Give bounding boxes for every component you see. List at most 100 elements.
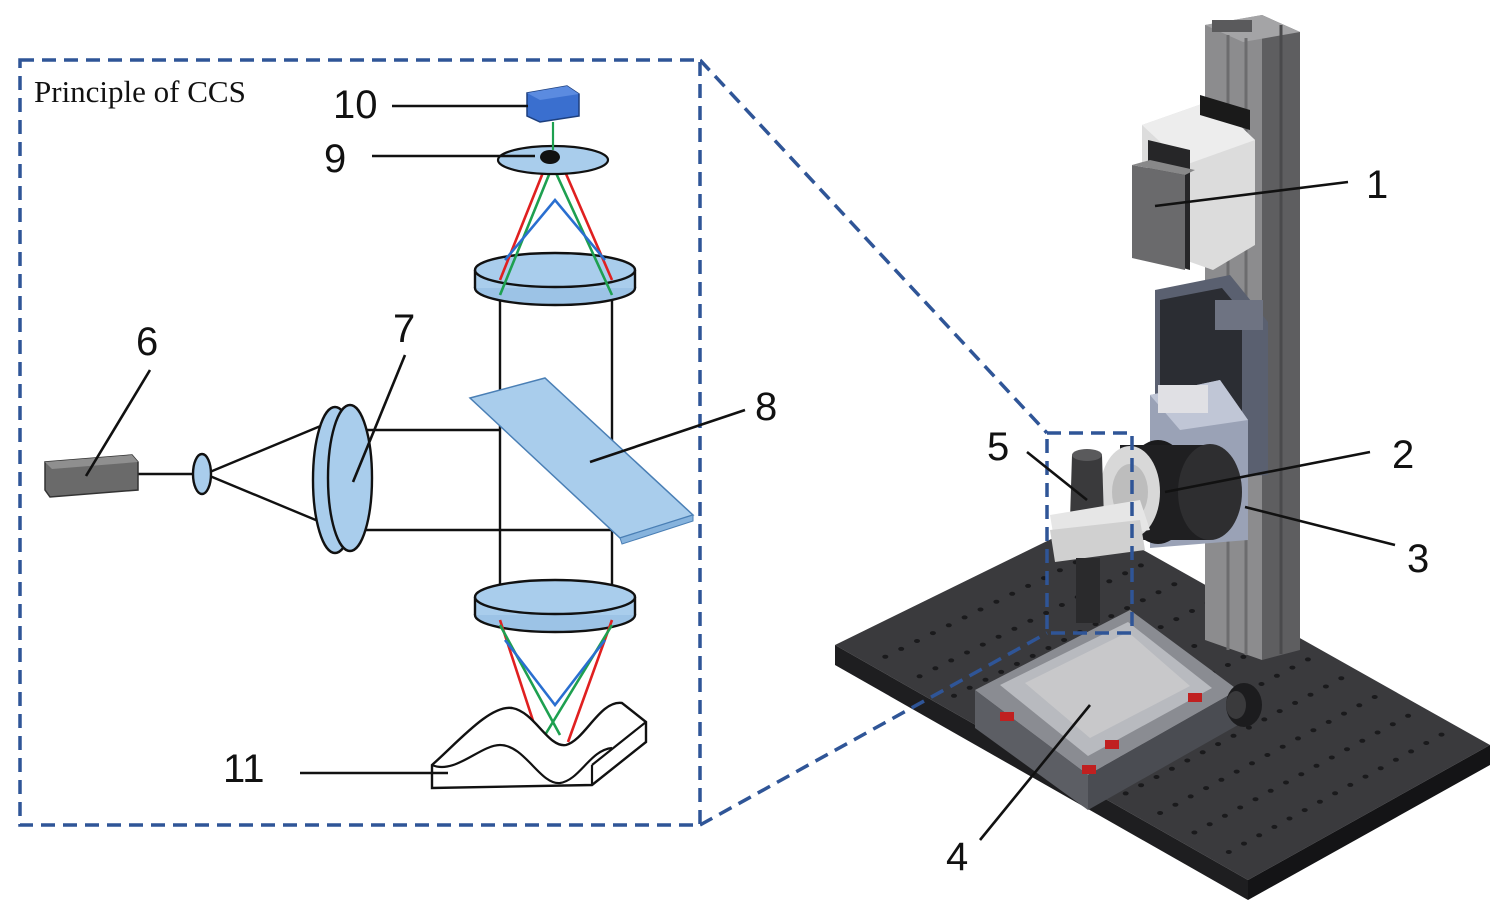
breadboard-hole — [1362, 774, 1369, 779]
breadboard-hole — [1187, 794, 1194, 799]
breadboard-hole — [1307, 692, 1314, 697]
breadboard-hole — [1122, 791, 1129, 796]
breadboard-hole — [1328, 755, 1335, 760]
breadboard-hole — [1392, 757, 1399, 762]
breadboard-hole — [1191, 644, 1198, 648]
breadboard-hole — [1438, 732, 1445, 737]
apparatus-illustration — [835, 15, 1490, 900]
breadboard-hole — [1172, 802, 1179, 807]
breadboard-hole — [1061, 638, 1068, 642]
breadboard-hole — [1249, 761, 1255, 766]
sample-surface-icon — [430, 701, 648, 790]
breadboard-hole — [1199, 750, 1206, 755]
breadboard-hole — [1139, 598, 1146, 603]
breadboard-hole — [1168, 766, 1175, 771]
breadboard-hole — [1191, 830, 1198, 835]
breadboard-hole — [1225, 850, 1232, 854]
breadboard-hole — [932, 666, 939, 671]
breadboard-hole — [1241, 841, 1247, 846]
dispersion-rays — [498, 159, 614, 743]
breadboard-hole — [1389, 722, 1396, 727]
callout-4: 4 — [946, 835, 968, 879]
breadboard-hole — [1347, 782, 1354, 787]
leader-4 — [978, 704, 1092, 841]
breadboard-hole — [1155, 590, 1162, 595]
breadboard-hole — [961, 615, 968, 620]
inset-title: Principle of CCS — [34, 74, 246, 109]
green-ray — [498, 159, 614, 736]
breadboard-hole — [1058, 603, 1065, 607]
callout-2: 2 — [1392, 433, 1414, 477]
zoom-connector-bottom — [699, 631, 1048, 827]
breadboard-hole — [929, 631, 936, 636]
breadboard-hole — [1013, 661, 1020, 666]
leader-6 — [84, 369, 152, 477]
leader-5 — [1026, 450, 1088, 502]
breadboard-hole — [1316, 799, 1323, 804]
callout-5: 5 — [987, 425, 1009, 469]
breadboard-hole — [1108, 614, 1115, 619]
breadboard-hole — [977, 607, 984, 612]
callout-10: 10 — [333, 83, 378, 127]
leader-2 — [1164, 450, 1371, 494]
breadboard-hole — [1283, 780, 1289, 785]
breadboard-hole — [1122, 571, 1129, 576]
breadboard-hole — [948, 658, 955, 663]
breadboard-hole — [1218, 777, 1225, 782]
beam-splitter-icon — [468, 377, 695, 545]
callout-7: 7 — [393, 307, 415, 351]
breadboard-hole — [1271, 824, 1278, 829]
breadboard-hole — [1304, 657, 1311, 662]
breadboard-hole — [1092, 622, 1099, 627]
breadboard-hole — [1237, 805, 1244, 810]
breadboard-hole — [1011, 626, 1018, 631]
breadboard-hole — [1359, 738, 1366, 743]
breadboard-hole — [1043, 610, 1050, 615]
breadboard-hole — [1025, 583, 1032, 588]
breadboard-hole — [1292, 700, 1299, 705]
callout-3: 3 — [1407, 537, 1429, 581]
principle-inset: Principle of CCS — [18, 58, 777, 827]
breadboard-hole — [951, 693, 957, 698]
breadboard-hole — [1230, 733, 1237, 738]
breadboard-hole — [1153, 775, 1160, 779]
callout-8: 8 — [755, 385, 777, 429]
breadboard-hole — [1221, 813, 1228, 818]
leader-8 — [589, 408, 746, 464]
breadboard-hole — [1371, 695, 1378, 699]
collimator-lens-icon — [311, 403, 374, 555]
breadboard-hole — [1322, 684, 1329, 689]
breadboard-hole — [1332, 791, 1339, 796]
breadboard-hole — [945, 623, 952, 628]
breadboard-hole — [966, 685, 973, 690]
callout-9: 9 — [324, 137, 346, 181]
breadboard-hole — [1289, 665, 1296, 670]
leader-7 — [351, 354, 407, 483]
blue-ray — [503, 197, 607, 708]
breadboard-hole — [1189, 609, 1195, 613]
light-source-icon — [44, 454, 139, 498]
probe-highlight-frame — [1045, 431, 1134, 635]
breadboard-hole — [1233, 769, 1240, 774]
breadboard-hole — [1206, 822, 1213, 827]
breadboard-hole — [1240, 654, 1247, 659]
breadboard-hole — [1325, 719, 1332, 724]
breadboard-hole — [998, 669, 1005, 674]
breadboard-hole — [1258, 682, 1265, 686]
leader-3 — [1244, 505, 1396, 547]
breadboard-hole — [1106, 579, 1113, 584]
pinhole-icon — [191, 452, 213, 496]
pinhole-plate-icon — [496, 144, 610, 176]
breadboard-hole — [1301, 808, 1308, 813]
leader-1 — [1154, 180, 1349, 208]
breadboard-hole — [1171, 582, 1178, 587]
breadboard-hole — [1252, 797, 1259, 802]
breadboard-hole — [1267, 788, 1274, 793]
red-ray — [498, 159, 614, 743]
breadboard-hole — [1286, 816, 1293, 821]
breadboard-hole — [1056, 568, 1063, 573]
illumination-beam — [138, 418, 612, 532]
breadboard-hole — [1224, 663, 1231, 667]
breadboard-hole — [982, 677, 989, 682]
